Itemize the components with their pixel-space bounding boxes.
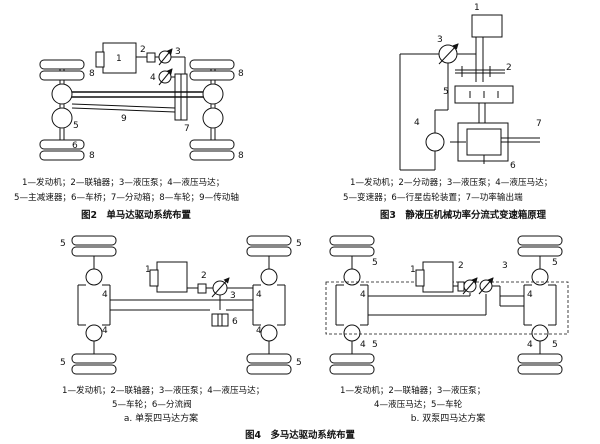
- fig4b-legend-line-1: 1—发动机；2—联轴器；3—液压泵；: [340, 384, 485, 396]
- fig4a-label-4c: 4: [102, 326, 108, 336]
- wheel-front-right: [189, 59, 235, 70]
- fig2-label-5: 5: [73, 121, 79, 131]
- fig4a-label-5d: 5: [296, 358, 302, 368]
- fig4b-engine: [422, 261, 454, 293]
- fig3-legend-line-1: 1—发动机；2—分动器；3—液压泵；4—液压马达；: [350, 176, 552, 188]
- fig3-engine: [471, 14, 503, 38]
- fig4b-motor-fl: [343, 268, 361, 286]
- rear-left-differential: [51, 107, 73, 129]
- fig4a-label-5a: 5: [60, 239, 66, 249]
- fig4a-flow-divider: [211, 313, 229, 327]
- fig4b-label-4a: 4: [360, 290, 366, 300]
- fig4b-label-4c: 4: [360, 340, 366, 350]
- fig2-legend-line-1: 1—发动机；2—联轴器；3—液压泵；4—液压马达；: [22, 176, 224, 188]
- fig4b-label-5a: 5: [372, 258, 378, 268]
- fig2-label-8d: 8: [238, 151, 244, 161]
- fig4b-label-5c: 5: [372, 340, 378, 350]
- fig2-label-2: 2: [140, 45, 146, 55]
- fig3-label-1: 1: [474, 3, 480, 13]
- fig4b-label-4d: 4: [527, 340, 533, 350]
- fig2-label-4: 4: [150, 73, 156, 83]
- fig4b-subcaption: b. 双泵四马达方案: [411, 412, 485, 424]
- rear-right-differential: [202, 107, 224, 129]
- figure-4a-diagram: 1 2 3 4 4 4 4 5 5 5 5 6: [60, 235, 302, 375]
- drive-shaft: [71, 103, 176, 109]
- fig4b-label-3: 3: [502, 261, 508, 271]
- fig2-label-3: 3: [175, 47, 181, 57]
- fig4a-subcaption: a. 单泵四马达方案: [124, 412, 198, 424]
- fig2-legend-line-2: 5—主减速器；6—车桥；7—分动箱；8—车轮；9—传动轴: [14, 191, 239, 203]
- fig4-caption: 图4 多马达驱动系统布置: [245, 429, 355, 441]
- fig3-label-3: 3: [437, 35, 443, 45]
- fig4b-label-5b: 5: [552, 258, 558, 268]
- wheel-front-left: [39, 59, 85, 70]
- fig4a-motor-fr: [260, 268, 278, 286]
- fig4b-label-1: 1: [410, 265, 416, 275]
- fig3-caption: 图3 静液压机械功率分流式变速箱原理: [380, 209, 547, 221]
- figure-4b-diagram: 1 2 3 4 4 4 4 5 5 5 5: [325, 235, 569, 375]
- fig3-label-4: 4: [414, 118, 420, 128]
- fig3-legend-line-2: 5—变速器；6—行星齿轮装置；7—功率输出端: [343, 191, 523, 203]
- fig3-label-5: 5: [443, 87, 449, 97]
- fig4b-wheel-rear-left: [329, 353, 375, 364]
- fig4a-label-5b: 5: [296, 239, 302, 249]
- fig4a-wheel-rear-right: [246, 353, 292, 364]
- fig4a-label-5c: 5: [60, 358, 66, 368]
- figure-2-diagram: 1 2 3 4 5 6 7 8 8 8 8 9: [39, 42, 244, 161]
- fig4a-label-4b: 4: [256, 290, 262, 300]
- fig3-motor: [425, 132, 445, 152]
- fig4a-wheel-front-right: [246, 235, 292, 246]
- fig4a-legend-line-2: 5—车轮；6—分流阀: [112, 398, 192, 410]
- fig4b-motor-rr: [531, 324, 549, 342]
- fig2-label-7: 7: [184, 124, 190, 134]
- figure-3-diagram: 1 2 3 4 5 6 7: [399, 3, 542, 171]
- fig2-label-9: 9: [121, 114, 127, 124]
- fig2-label-1: 1: [116, 54, 122, 64]
- fig3-label-7: 7: [536, 119, 542, 129]
- fig2-label-8b: 8: [238, 69, 244, 79]
- fig4b-wheel-rear-right: [517, 353, 563, 364]
- fig4a-coupling: [197, 283, 207, 294]
- fig4b-motor-fr: [531, 268, 549, 286]
- fig4a-label-3: 3: [230, 291, 236, 301]
- front-right-differential: [202, 83, 224, 105]
- coupling: [146, 52, 156, 63]
- fig4a-label-4d: 4: [256, 326, 262, 336]
- engine-side-block: [95, 51, 105, 68]
- fig2-caption: 图2 单马达驱动系统布置: [81, 209, 191, 221]
- fig4a-label-1: 1: [145, 265, 151, 275]
- fig3-label-2: 2: [506, 63, 512, 73]
- fig4b-label-5d: 5: [552, 340, 558, 350]
- fig4a-wheel-front-left: [71, 235, 117, 246]
- front-left-differential: [51, 83, 73, 105]
- fig4b-wheel-front-left: [329, 235, 375, 246]
- fig4b-motor-rl: [343, 324, 361, 342]
- fig4b-label-2: 2: [458, 261, 464, 271]
- fig4a-motor-fl: [85, 268, 103, 286]
- fig4a-motor-rr: [260, 324, 278, 342]
- fig4b-legend-line-2: 4—液压马达；5—车轮: [374, 398, 463, 410]
- wheel-rear-right: [189, 139, 235, 150]
- fig4b-label-4b: 4: [527, 290, 533, 300]
- fig4b-wheel-front-right: [517, 235, 563, 246]
- fig4a-label-2: 2: [201, 271, 207, 281]
- fig4a-engine: [156, 261, 188, 293]
- fig3-label-6: 6: [510, 161, 516, 171]
- fig2-label-8a: 8: [89, 69, 95, 79]
- fig4b-coupling: [457, 281, 465, 292]
- fig2-label-8c: 8: [89, 151, 95, 161]
- fig4a-legend-line-1: 1—发动机；2—联轴器；3—液压泵；4—液压马达；: [62, 384, 264, 396]
- fig4a-motor-rl: [85, 324, 103, 342]
- fig4a-wheel-rear-left: [71, 353, 117, 364]
- fig4a-label-4a: 4: [102, 290, 108, 300]
- fig2-label-6: 6: [72, 141, 78, 151]
- fig4a-label-6: 6: [232, 317, 238, 327]
- wheel-rear-left: [39, 139, 85, 150]
